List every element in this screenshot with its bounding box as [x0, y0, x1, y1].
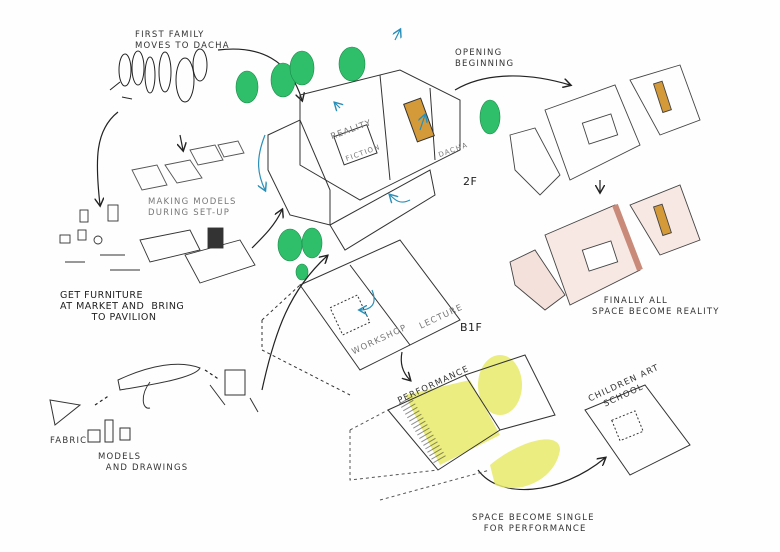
b1f-plan [261, 239, 461, 396]
label-get-furniture: GET FURNITURE AT MARKET AND BRING TO PAV… [60, 290, 185, 323]
trees [235, 46, 501, 281]
reality-models [509, 64, 701, 311]
label-2f: 2F [463, 175, 478, 188]
label-first-family: FIRST FAMILY MOVES TO DACHA [135, 30, 230, 51]
travel-sketch [49, 363, 259, 443]
label-space-single: SPACE BECOME SINGLE FOR PERFORMANCE [472, 513, 595, 534]
circulation-arrows [259, 30, 425, 310]
art-school-plan [584, 384, 691, 476]
models-sketch [131, 140, 245, 191]
label-fabric: FABRIC [50, 436, 88, 446]
label-finally: FINALLY ALL SPACE BECOME REALITY [592, 296, 720, 317]
dacha-building [267, 69, 461, 251]
label-models-drawings: MODELS AND DRAWINGS [98, 452, 189, 473]
label-b1f: B1F [460, 321, 483, 334]
label-opening: OPENING BEGINNING [455, 48, 515, 69]
family-figures [109, 48, 208, 103]
label-making-models: MAKING MODELS DURING SET-UP [148, 197, 237, 218]
flow-arrows [95, 48, 605, 491]
performance-plan [349, 354, 560, 501]
furniture-sketch [59, 204, 256, 284]
